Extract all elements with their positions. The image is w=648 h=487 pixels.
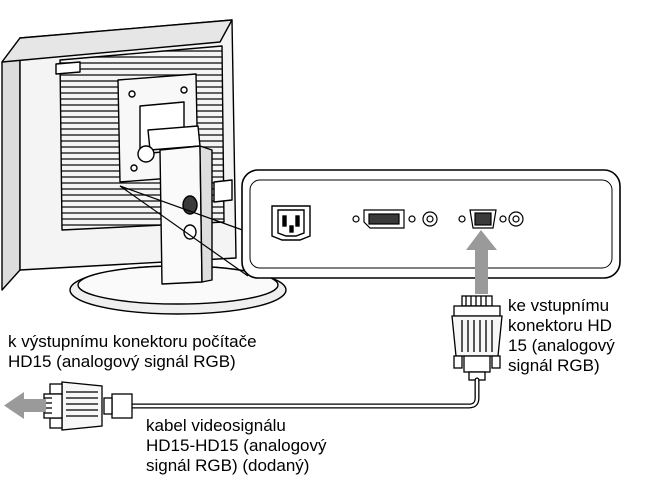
left-arrow-icon [4, 392, 46, 419]
hd15-cable-plug-left [43, 381, 133, 431]
cable-label-line: HD15-HD15 (analogový [146, 436, 327, 455]
output-connector-label: k výstupnímu konektoru počítače HD15 (an… [8, 332, 257, 372]
hd15-input-connector [458, 209, 524, 229]
hd15-cable-plug [451, 295, 503, 381]
cable-label-line: signál RGB) (dodaný) [146, 456, 310, 475]
up-arrow-icon [466, 230, 497, 294]
input-connector-label: ke vstupnímu konektoru HD 15 (analogový … [508, 296, 615, 376]
output-connector-label-line: k výstupnímu konektoru počítače [8, 332, 257, 351]
video-cable [129, 377, 480, 409]
ac-power-socket [271, 205, 311, 241]
input-connector-label-line: signál RGB) [508, 356, 600, 375]
output-connector-label-line: HD15 (analogový signál RGB) [8, 352, 236, 371]
cable-label-line: kabel videosignálu [146, 416, 286, 435]
monitor-illustration [1, 19, 287, 315]
cable-label: kabel videosignálu HD15-HD15 (analogový … [146, 416, 326, 476]
input-connector-label-line: konektoru HD [508, 316, 612, 335]
input-connector-label-line: ke vstupnímu [508, 296, 610, 315]
dvi-connector [352, 209, 438, 229]
input-connector-label-line: 15 (analogový [508, 336, 615, 355]
